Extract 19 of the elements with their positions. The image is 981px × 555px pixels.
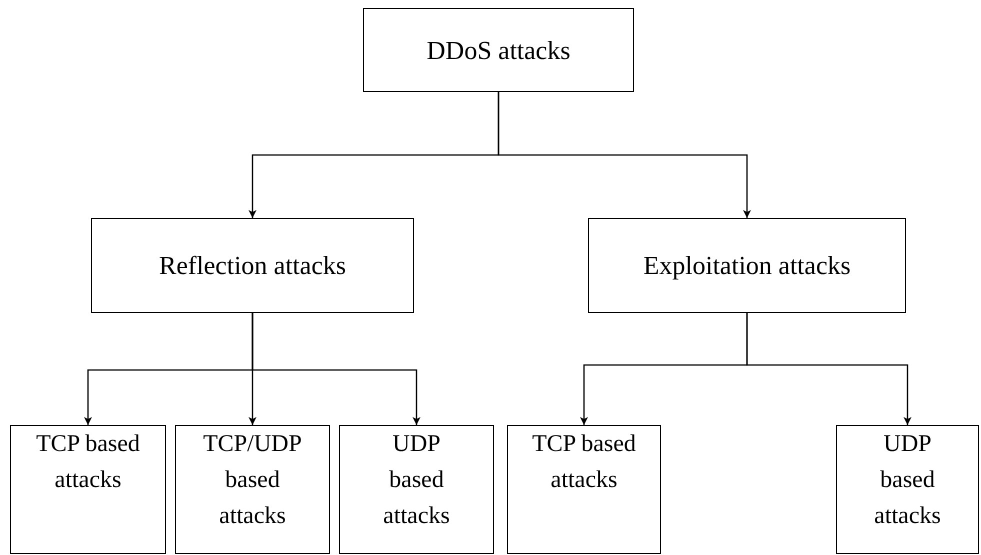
category-box bbox=[10, 425, 166, 554]
category-label: UDP based attacks bbox=[873, 430, 942, 531]
category-box bbox=[507, 425, 661, 554]
category-box bbox=[363, 8, 634, 92]
category-label: UDP based attacks bbox=[382, 430, 451, 531]
category-label: Exploitation attacks bbox=[643, 250, 851, 282]
connector-arrow bbox=[498, 92, 751, 218]
category-label: DDoS attacks bbox=[426, 34, 570, 66]
category-label: TCP based attacks bbox=[532, 430, 636, 495]
category-label: Reflection attacks bbox=[159, 250, 346, 282]
category-label: TCP/UDP based attacks bbox=[202, 430, 303, 531]
category-box bbox=[836, 425, 979, 554]
category-box bbox=[91, 218, 414, 313]
category-box bbox=[588, 218, 906, 313]
category-box bbox=[175, 425, 330, 554]
category-label: TCP based attacks bbox=[36, 430, 140, 495]
category-box bbox=[339, 425, 494, 554]
connector-arrow bbox=[746, 313, 912, 425]
connector-arrow bbox=[252, 313, 420, 425]
